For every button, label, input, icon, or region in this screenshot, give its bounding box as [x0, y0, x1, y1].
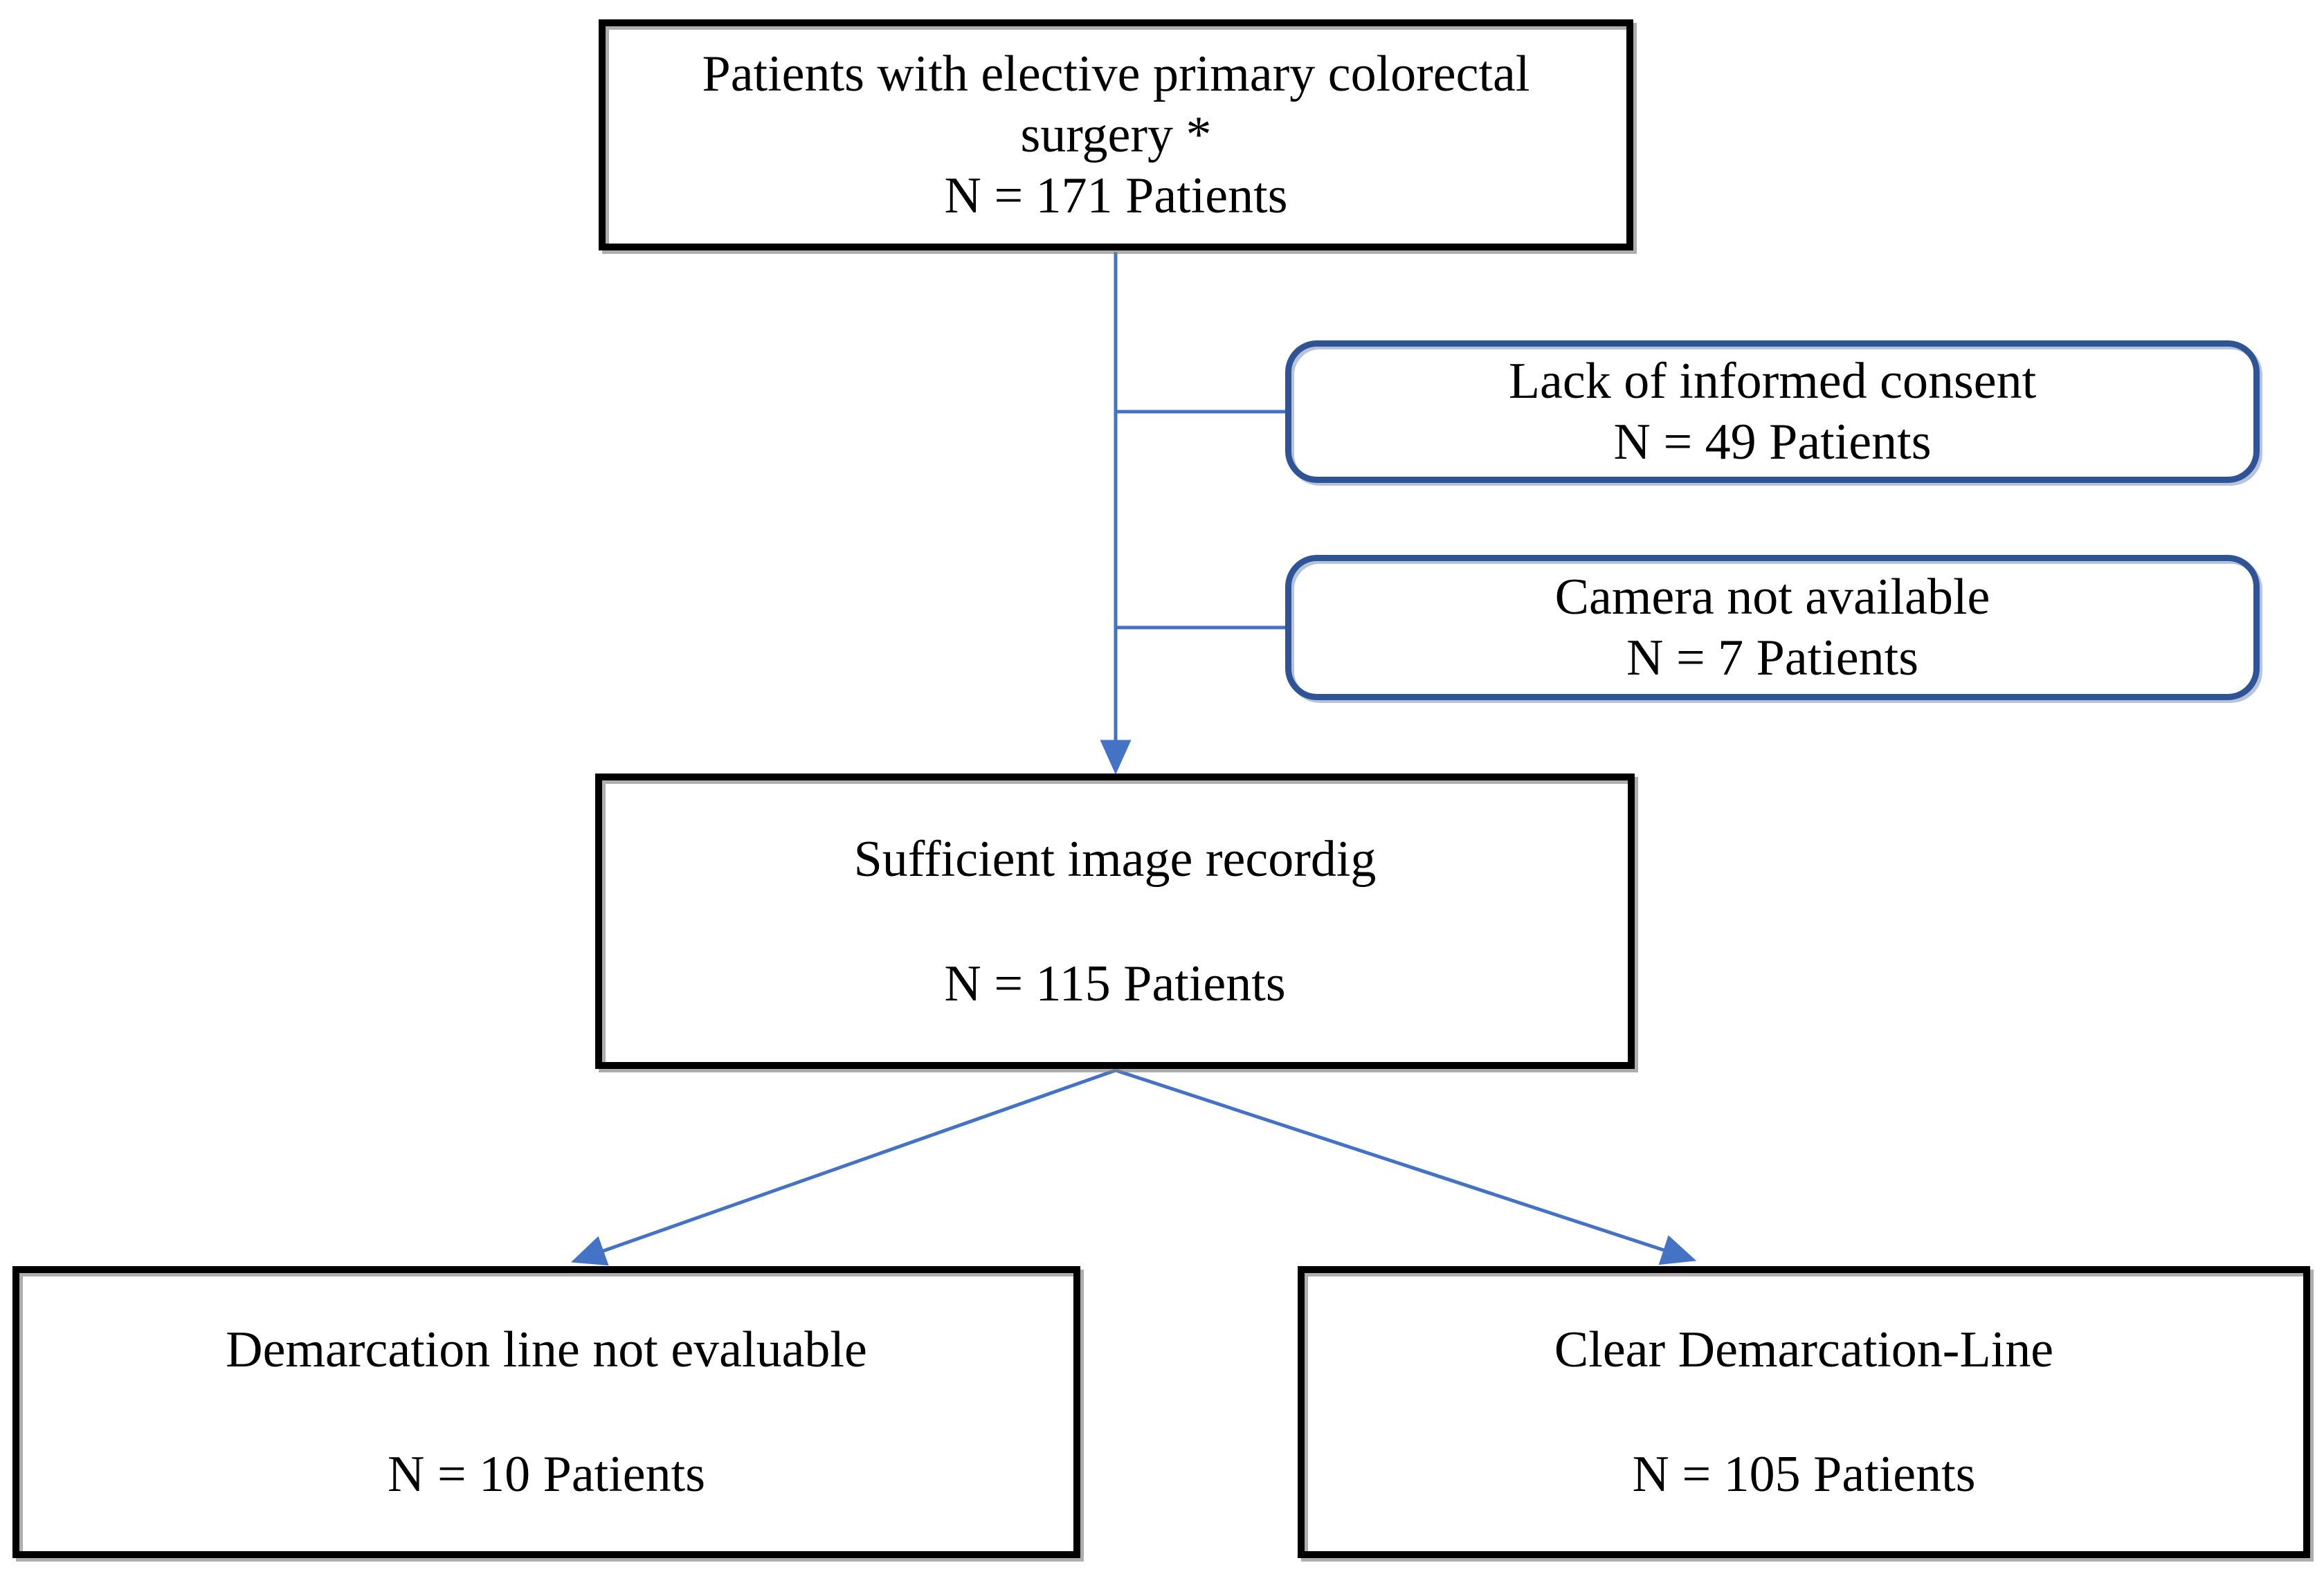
node-text-line: Lack of informed consent [1508, 353, 2037, 410]
node-text-line: Camera not available [1554, 569, 1990, 625]
node-text-line: Demarcation line not evaluable [226, 1321, 867, 1378]
flow-node-not-evaluable: Demarcation line not evaluable N = 10 Pa… [12, 1266, 1080, 1558]
node-text-line: N = 171 Patients [944, 167, 1288, 224]
node-text-line: N = 115 Patients [944, 955, 1286, 1012]
connector-sufficient-to-not-evaluable [570, 1068, 1116, 1266]
enrollment-box-text: Patients with elective primary colorecta… [599, 19, 1633, 250]
flow-node-camera-not-available: Camera not available N = 7 Patients [1285, 555, 2260, 700]
node-text-line: N = 105 Patients [1632, 1446, 1976, 1503]
clear-line-box-text: Clear Demarcation-Line N = 105 Patients [1298, 1266, 2310, 1558]
node-text-line: Clear Demarcation-Line [1554, 1321, 2054, 1378]
sufficient-box-text: Sufficient image recordig N = 115 Patien… [595, 774, 1635, 1069]
node-text-line: surgery * [1020, 107, 1212, 163]
camera-box-text: Camera not available N = 7 Patients [1285, 555, 2260, 700]
flow-node-enrollment: Patients with elective primary colorecta… [599, 19, 1633, 250]
flow-node-lack-of-consent: Lack of informed consent N = 49 Patients [1285, 340, 2260, 483]
lack-of-consent-box-text: Lack of informed consent N = 49 Patients [1285, 340, 2260, 483]
not-evaluable-box-text: Demarcation line not evaluable N = 10 Pa… [12, 1266, 1080, 1558]
node-text-line: N = 7 Patients [1626, 630, 1918, 686]
node-text-line: N = 10 Patients [388, 1446, 705, 1503]
flow-node-sufficient-recording: Sufficient image recordig N = 115 Patien… [595, 774, 1635, 1069]
flow-node-clear-demarcation-line: Clear Demarcation-Line N = 105 Patients [1298, 1266, 2310, 1558]
node-text-line: N = 49 Patients [1613, 414, 1932, 470]
connector-sufficient-to-clear-line [1115, 1068, 1697, 1265]
node-text-line: Sufficient image recordig [853, 830, 1377, 888]
node-text-line: Patients with elective primary colorecta… [702, 46, 1530, 102]
